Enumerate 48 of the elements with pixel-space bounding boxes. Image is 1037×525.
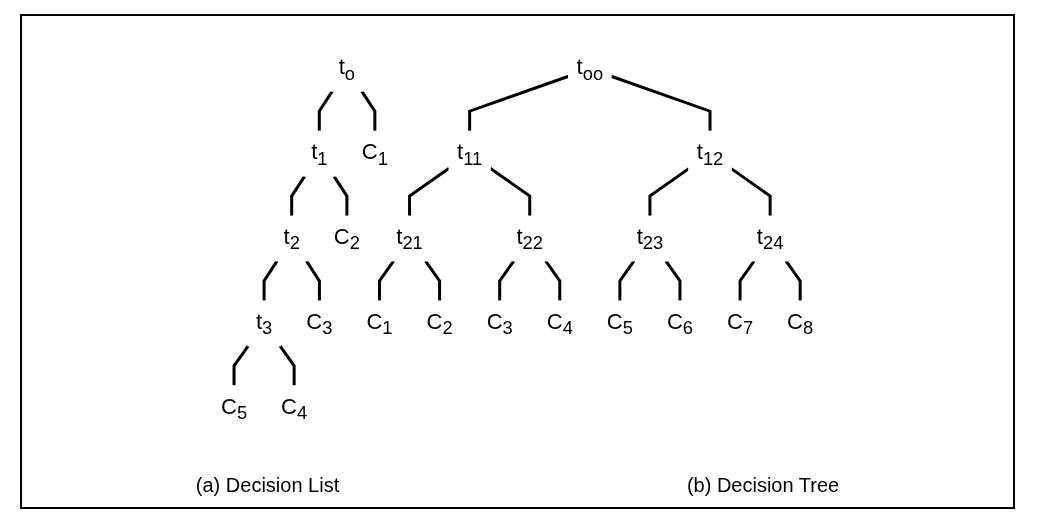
connector [232, 344, 250, 386]
node-text: C$_{1}$ [362, 139, 389, 169]
connector [489, 166, 532, 217]
connector [618, 260, 636, 301]
node-text: t$_{21}$ [396, 224, 424, 254]
figure-caption: (a) Decision List [195, 474, 340, 497]
node-text: C$_{2}$ [426, 308, 454, 339]
connector [498, 260, 516, 301]
connector [290, 175, 307, 217]
node-text: t$_{11}$ [457, 139, 483, 169]
node-text: C$_{4}$ [547, 308, 574, 339]
connector [610, 74, 712, 132]
connector [333, 175, 349, 217]
node-text: C$_{5}$ [221, 393, 248, 424]
node-text: t$_{23}$ [637, 224, 664, 254]
connector [468, 74, 570, 132]
node-text: t$_{12}$ [697, 139, 724, 169]
figure-caption: (b) Decision Tree [686, 474, 840, 497]
connector [360, 90, 377, 132]
connector [785, 260, 803, 301]
node-text: t$_{1}$ [311, 139, 328, 169]
node-text: t$_{3}$ [256, 308, 273, 339]
connector [263, 260, 279, 301]
connector [279, 344, 297, 386]
connector [318, 90, 334, 132]
node-text: t$_{o}$ [339, 54, 356, 84]
node-text: C$_{4}$ [281, 393, 308, 424]
node-text: C$_{8}$ [787, 308, 814, 339]
connector [305, 260, 322, 301]
node-text: t$_{2}$ [283, 224, 301, 254]
connector [544, 260, 562, 301]
node-text: t$_{24}$ [757, 224, 784, 254]
node-text: C$_{5}$ [607, 308, 634, 339]
connector [648, 167, 690, 217]
node-text: t$_{oo}$ [576, 54, 604, 84]
node-text: C$_{6}$ [667, 308, 694, 339]
node-text: C$_{1}$ [366, 308, 393, 339]
node-text: C$_{3}$ [306, 308, 333, 339]
node-text: C$_{2}$ [334, 224, 361, 254]
connector [378, 260, 396, 301]
connector [730, 167, 772, 217]
node-text: C$_{3}$ [487, 308, 514, 339]
connector [424, 260, 442, 301]
connector [738, 260, 756, 301]
connector [408, 166, 451, 217]
node-text: C$_{7}$ [727, 308, 754, 339]
node-text: t$_{22}$ [516, 224, 544, 254]
connector [664, 260, 682, 301]
